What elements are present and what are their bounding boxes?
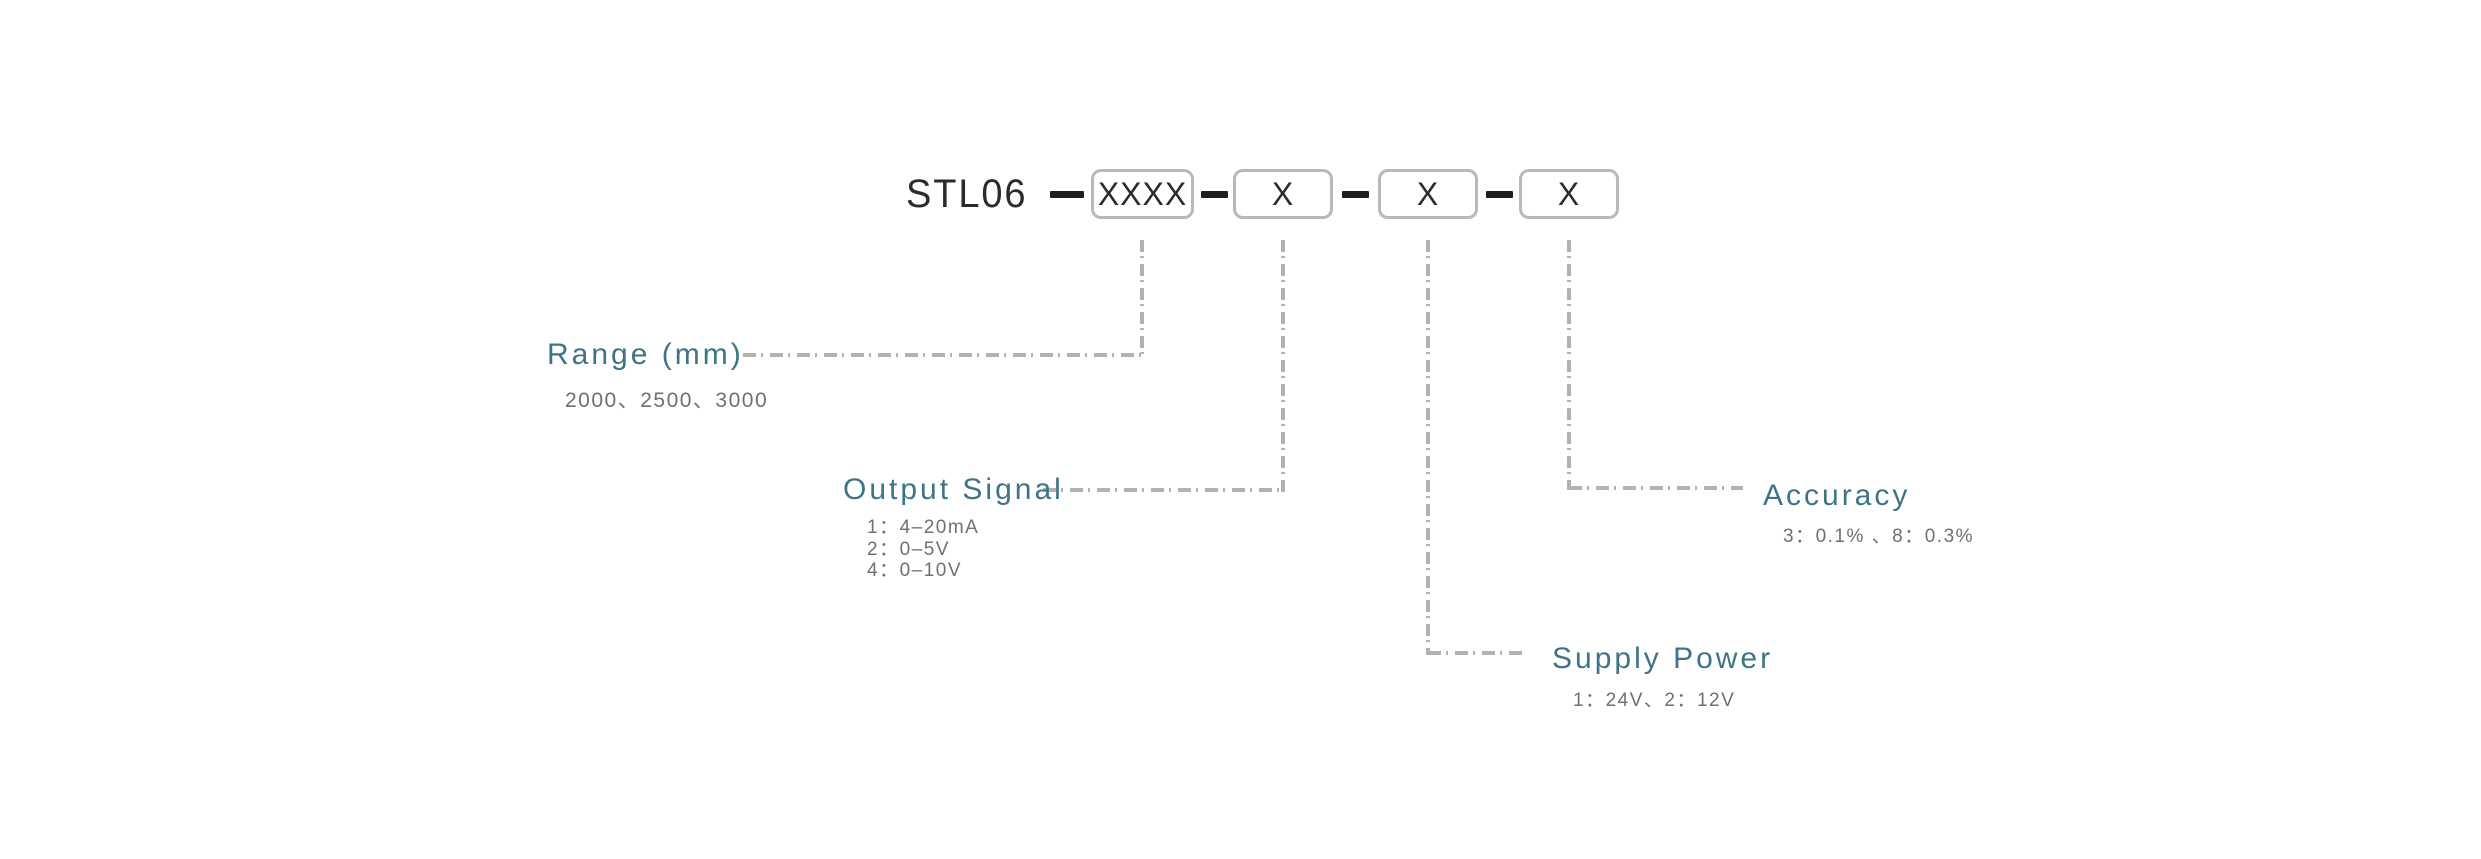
accuracy-options: 3：0.1% 、8：0.3% <box>1783 526 1975 547</box>
accuracy-label: Accuracy <box>1763 479 1911 512</box>
code-box-output-signal: X <box>1233 169 1333 219</box>
output-signal-connector-vertical <box>1281 240 1285 492</box>
output-signal-option: 2：0–5V <box>867 538 950 560</box>
range-connector-vertical <box>1140 240 1144 357</box>
range-connector-horizontal <box>743 353 1143 357</box>
supply-power-connector-horizontal <box>1428 651 1524 655</box>
accuracy-connector-vertical <box>1567 240 1571 490</box>
output-signal-options: 1：4–20mA 2：0–5V 4：0–10V <box>867 517 979 582</box>
code-box-range: XXXX <box>1091 169 1194 219</box>
output-signal-connector-horizontal <box>1043 488 1285 492</box>
supply-power-label: Supply Power <box>1552 642 1774 675</box>
code-box-supply-power: X <box>1378 169 1478 219</box>
model-prefix: STL06 <box>906 172 1028 216</box>
output-signal-label: Output Signal <box>843 473 1064 506</box>
output-signal-option: 4：0–10V <box>867 560 963 581</box>
accuracy-connector-horizontal <box>1569 486 1743 490</box>
code-separator-dash <box>1050 191 1084 198</box>
code-separator-dash <box>1486 191 1513 198</box>
supply-power-options: 1：24V、2：12V <box>1573 690 1736 711</box>
supply-power-connector-vertical <box>1426 240 1430 655</box>
code-separator-dash <box>1342 191 1369 198</box>
code-box-accuracy: X <box>1519 169 1619 219</box>
code-separator-dash <box>1201 191 1228 198</box>
output-signal-option: 1：4–20mA <box>867 517 980 538</box>
range-label: Range (mm) <box>547 338 744 371</box>
range-options: 2000、2500、3000 <box>565 389 769 412</box>
